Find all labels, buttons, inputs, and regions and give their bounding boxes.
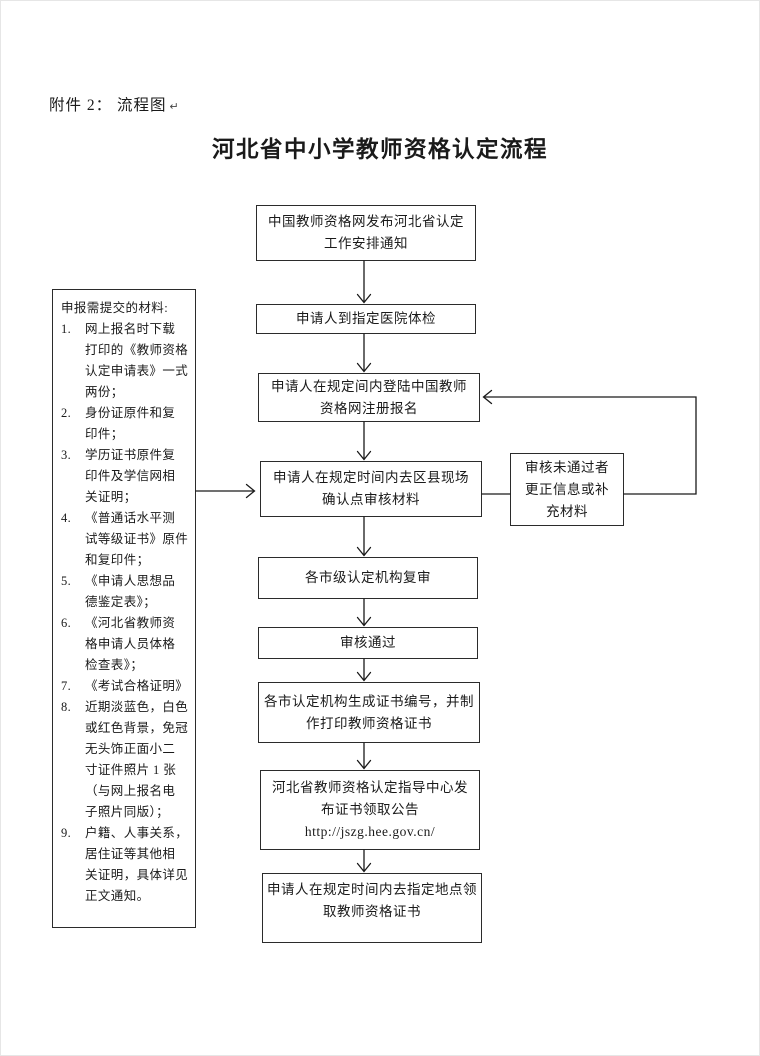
arrow-down-8 [356, 849, 372, 873]
flow-box-review-passed: 审核通过 [258, 627, 478, 659]
flow-box-announcement-notice: 中国教师资格网发布河北省认定 工作安排通知 [256, 205, 476, 261]
flow-box-text: 中国教师资格网发布河北省认定 工作安排通知 [268, 214, 464, 251]
flow-box-text: 河北省教师资格认定指导中心发 布证书领取公告 http://jszg.hee.g… [272, 780, 468, 839]
materials-panel: 申报需提交的材料: 1. 网上报名时下载 打印的《教师资格 认定申请表》一式 两… [52, 289, 196, 928]
material-item-number: 9. [61, 826, 72, 840]
material-item-text: 学历证书原件复 印件及学信网相 关证明； [85, 448, 176, 504]
material-item: 1. 网上报名时下载 打印的《教师资格 认定申请表》一式 两份； [61, 319, 192, 403]
material-item-text: 网上报名时下载 打印的《教师资格 认定申请表》一式 两份； [85, 322, 189, 399]
flow-box-text: 申请人在规定时间内去区县现场 确认点审核材料 [273, 470, 469, 507]
page-title: 河北省中小学教师资格认定流程 [211, 137, 548, 162]
material-item-number: 2. [61, 406, 72, 420]
material-item-text: 《河北省教师资 格申请人员体格 检查表》； [85, 616, 176, 672]
material-item: 9. 户籍、人事关系， 居住证等其他相 关证明，具体详见 正文通知。 [61, 823, 192, 907]
flow-box-certificate-printing: 各市认定机构生成证书编号，并制 作打印教师资格证书 [258, 682, 480, 743]
flow-box-online-registration: 申请人在规定间内登陆中国教师 资格网注册报名 [258, 373, 480, 422]
material-item: 2. 身份证原件和复 印件； [61, 403, 192, 445]
materials-heading: 申报需提交的材料: [61, 301, 169, 315]
flow-box-city-recheck: 各市级认定机构复审 [258, 557, 478, 599]
material-item-number: 4. [61, 511, 72, 525]
flow-box-onsite-material-review: 申请人在规定时间内去区县现场 确认点审核材料 [260, 461, 482, 517]
material-item-number: 8. [61, 700, 72, 714]
material-item-text: 《普通话水平测 试等级证书》原件 和复印件； [85, 511, 189, 567]
material-item: 5. 《申请人思想品 德鉴定表》； [61, 571, 192, 613]
flow-box-pickup-announcement: 河北省教师资格认定指导中心发 布证书领取公告 http://jszg.hee.g… [260, 770, 480, 850]
material-item-number: 1. [61, 322, 72, 336]
material-item: 6. 《河北省教师资 格申请人员体格 检查表》； [61, 613, 192, 676]
material-item: 4. 《普通话水平测 试等级证书》原件 和复印件； [61, 508, 192, 571]
material-item-text: 身份证原件和复 印件； [85, 406, 176, 441]
material-item-text: 《申请人思想品 德鉴定表》； [85, 574, 176, 609]
material-item-number: 3. [61, 448, 72, 462]
material-item-text: 《考试合格证明》 [85, 679, 189, 693]
flow-box-physical-exam: 申请人到指定医院体检 [256, 304, 476, 334]
material-item-text: 户籍、人事关系， 居住证等其他相 关证明，具体详见 正文通知。 [85, 826, 189, 903]
attachment-label: 附件 2： 流程图 [49, 97, 167, 114]
attachment-heading: 附件 2： 流程图 ↵ [49, 93, 180, 115]
flow-box-text: 审核通过 [340, 635, 396, 650]
flow-box-text: 申请人在规定时间内去指定地点领 取教师资格证书 [267, 882, 477, 919]
material-item-number: 7. [61, 679, 72, 693]
arrow-down-2 [356, 333, 372, 373]
flow-box-text: 申请人在规定间内登陆中国教师 资格网注册报名 [271, 378, 467, 416]
arrow-down-3 [356, 421, 372, 461]
flow-box-text: 审核未通过者 更正信息或补 充材料 [525, 459, 609, 519]
material-item-number: 5. [61, 574, 72, 588]
material-item-text: 近期淡蓝色，白色 或红色背景，免冠 无头饰正面小二 寸证件照片 1 张 （与网上… [85, 700, 189, 819]
material-item: 7. 《考试合格证明》 [61, 676, 192, 697]
arrow-down-4 [356, 516, 372, 557]
material-item: 8. 近期淡蓝色，白色 或红色背景，免冠 无头饰正面小二 寸证件照片 1 张 （… [61, 697, 192, 823]
flow-box-text: 申请人到指定医院体检 [296, 311, 436, 326]
flow-box-text: 各市级认定机构复审 [305, 570, 431, 585]
arrow-down-7 [356, 742, 372, 770]
material-item-number: 6. [61, 616, 72, 630]
flow-box-text: 各市认定机构生成证书编号，并制 作打印教师资格证书 [264, 693, 474, 731]
arrow-down-1 [356, 260, 372, 304]
paragraph-return-mark: ↵ [169, 101, 180, 113]
flow-box-correction-resubmit: 审核未通过者 更正信息或补 充材料 [510, 453, 624, 526]
material-item: 3. 学历证书原件复 印件及学信网相 关证明； [61, 445, 192, 508]
arrow-materials-to-review [195, 483, 256, 499]
arrow-down-6 [356, 658, 372, 682]
arrow-down-5 [356, 598, 372, 627]
flow-box-certificate-pickup: 申请人在规定时间内去指定地点领 取教师资格证书 [262, 873, 482, 943]
